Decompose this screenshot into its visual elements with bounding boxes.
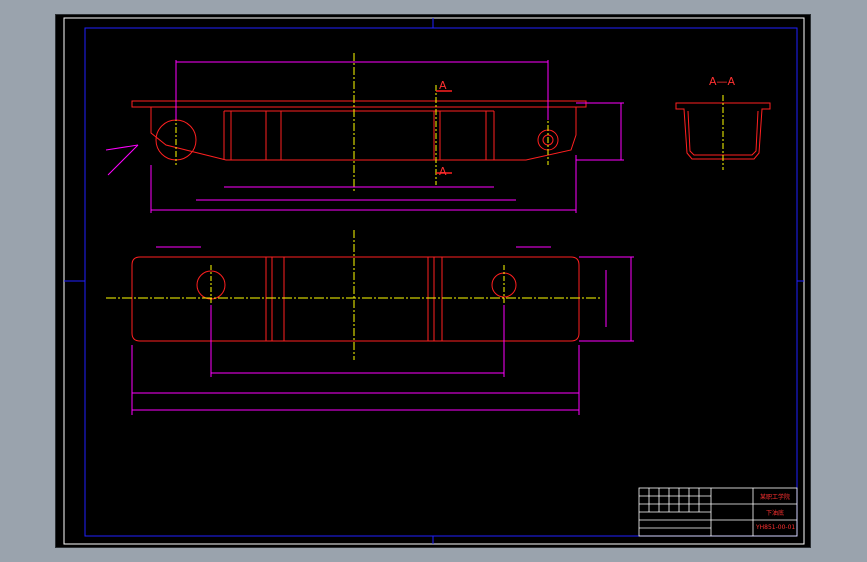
title-block-school: 某职工学院 xyxy=(760,494,791,501)
title-block xyxy=(638,487,798,537)
front-view xyxy=(105,53,624,213)
cad-viewport[interactable]: A—A A A 某职工学院 下油底 YH851-00-01 xyxy=(55,14,811,548)
inner-border xyxy=(84,27,798,537)
title-block-drawing-no: YH851-00-01 xyxy=(756,524,796,531)
plan-view xyxy=(106,230,634,415)
cut-mark-bottom: A xyxy=(439,165,447,178)
section-label: A—A xyxy=(709,75,736,88)
cut-mark-top: A xyxy=(439,79,447,92)
drawing-canvas xyxy=(63,17,805,545)
section-view xyxy=(675,95,771,170)
title-block-part-name: 下油底 xyxy=(766,510,785,517)
